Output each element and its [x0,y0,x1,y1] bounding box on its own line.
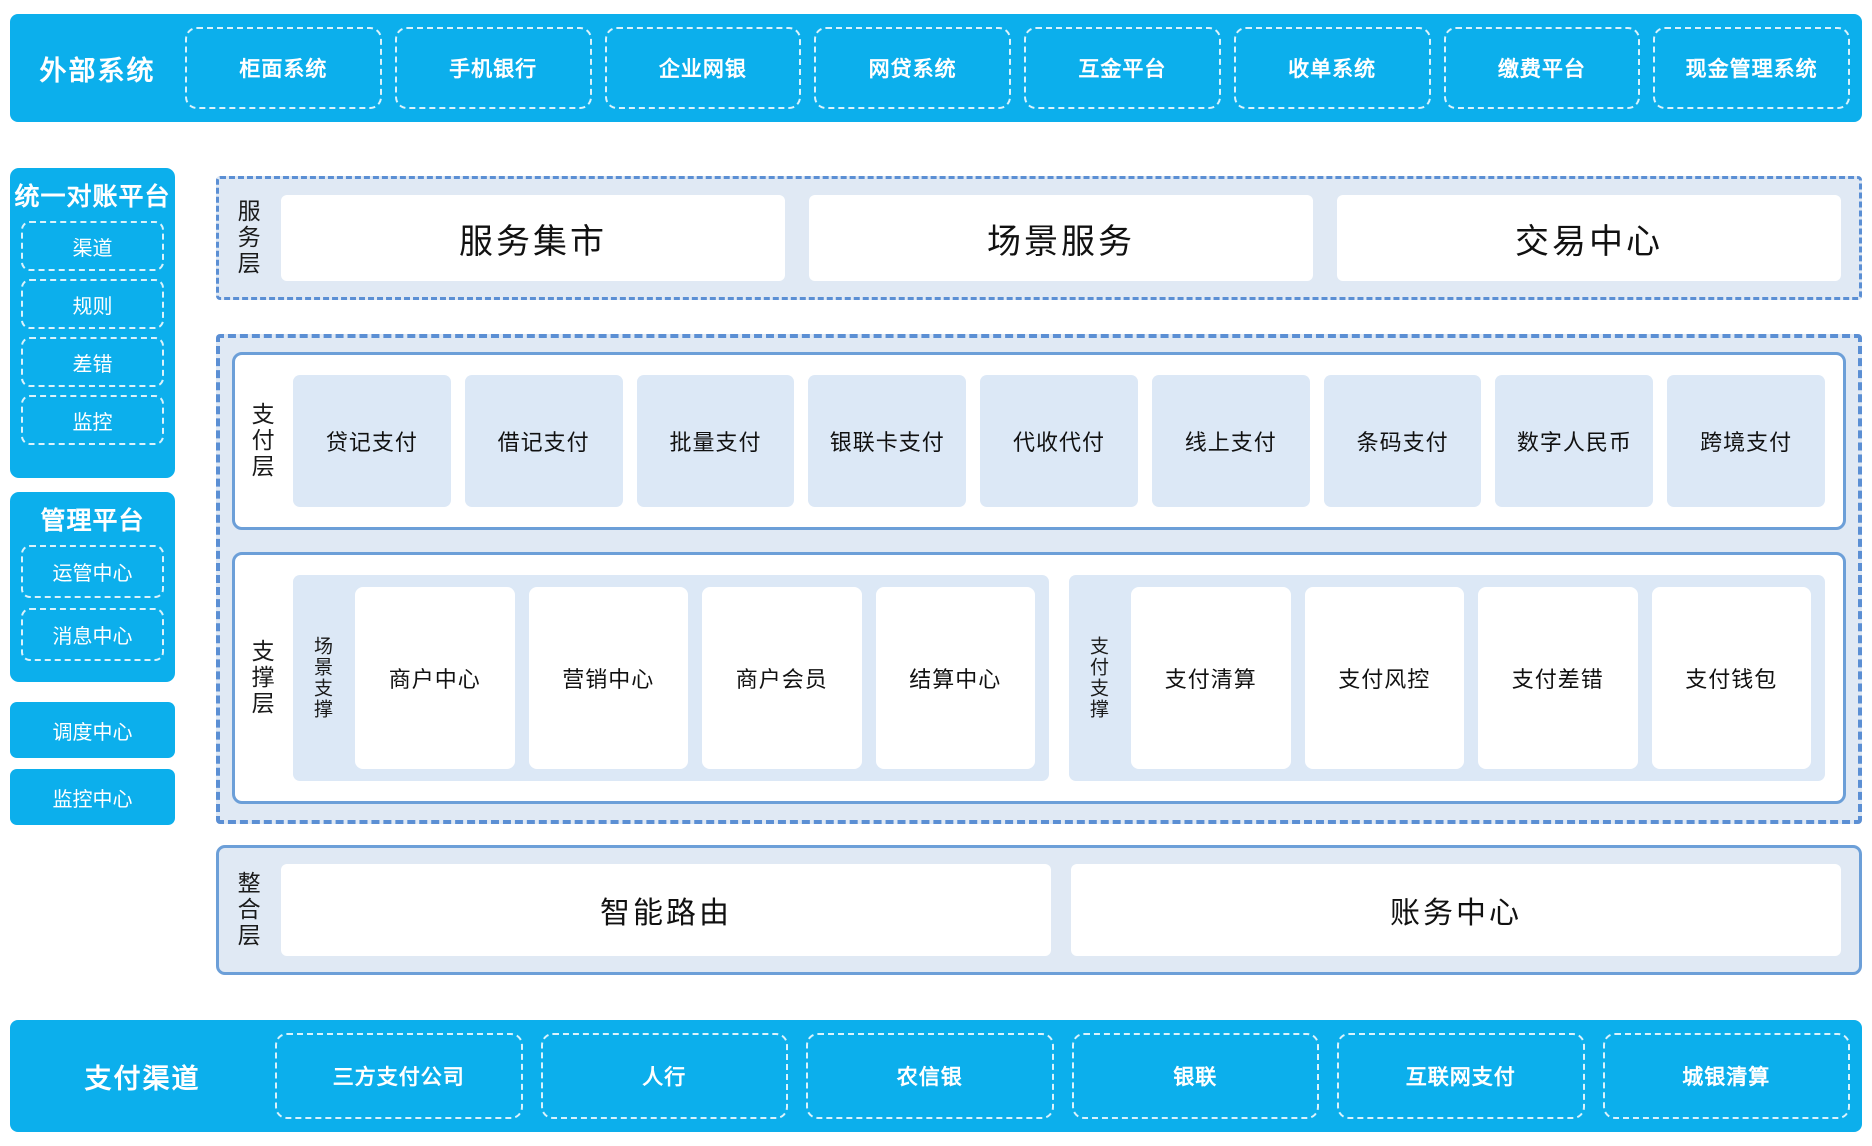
external-system-item[interactable]: 网贷系统 [814,27,1011,109]
reconciliation-platform-title: 统一对账平台 [14,183,171,211]
external-systems-title: 外部系统 [39,55,156,86]
management-platform-card: 管理平台 运管中心 消息中心 [10,492,175,682]
external-system-item[interactable]: 手机银行 [394,27,592,109]
external-system-item[interactable]: 互金平台 [1024,27,1221,109]
payment-item-barcode[interactable]: 条码支付 [1323,375,1482,507]
support-item-settlement-center[interactable]: 结算中心 [875,587,1035,769]
integration-layer-label: 整合层 [234,871,261,949]
support-group-payment: 支付支撑 支付清算 支付风控 支付差错 支付钱包 [1069,575,1825,781]
service-item-scenario-service[interactable]: 场景服务 [809,195,1313,281]
support-item-merchant-member[interactable]: 商户会员 [702,587,862,769]
support-group-scenario: 场景支撑 商户中心 营销中心 商户会员 结算中心 [293,575,1049,781]
sidebar-item-operations-center[interactable]: 运管中心 [21,545,164,598]
support-layer-panel: 支撑层 场景支撑 商户中心 营销中心 商户会员 结算中心 支付支撑 支付清算 支… [232,552,1846,804]
support-group-scenario-label: 场景支撑 [310,636,332,720]
sidebar-item-channel[interactable]: 渠道 [21,221,164,271]
payment-item-collection-payment[interactable]: 代收代付 [980,375,1138,507]
service-item-marketplace[interactable]: 服务集市 [281,195,785,281]
payment-channel-item[interactable]: 互联网支付 [1337,1033,1585,1119]
service-layer-label: 服务层 [234,199,261,277]
sidebar-item-error[interactable]: 差错 [21,337,164,387]
payment-channel-item[interactable]: 人行 [540,1033,788,1119]
external-systems-bar: 外部系统 柜面系统 手机银行 企业网银 网贷系统 互金平台 收单系统 缴费平台 … [10,14,1862,122]
payment-item-unionpay-card[interactable]: 银联卡支付 [808,375,967,507]
support-layer-label: 支撑层 [248,639,275,717]
payment-channel-item[interactable]: 城银清算 [1602,1033,1850,1119]
payment-channel-item[interactable]: 三方支付公司 [275,1033,523,1119]
support-group-payment-items: 支付清算 支付风控 支付差错 支付钱包 [1131,587,1811,769]
payment-channel-item[interactable]: 农信银 [806,1033,1054,1119]
sidebar-item-scheduling-center[interactable]: 调度中心 [10,702,175,758]
support-group-payment-label: 支付支撑 [1086,636,1108,720]
service-item-transaction-center[interactable]: 交易中心 [1337,195,1841,281]
external-system-item[interactable]: 柜面系统 [185,27,382,109]
payment-item-digital-rmb[interactable]: 数字人民币 [1495,375,1654,507]
payment-channels-bar: 支付渠道 三方支付公司 人行 农信银 银联 互联网支付 城银清算 [10,1020,1862,1132]
payment-item-debit[interactable]: 借记支付 [464,375,623,507]
integration-layer-items: 智能路由 账务中心 [275,848,1859,972]
external-system-item[interactable]: 缴费平台 [1443,27,1641,109]
payment-item-credit[interactable]: 贷记支付 [293,375,451,507]
integration-item-smart-routing[interactable]: 智能路由 [281,864,1051,956]
support-item-marketing-center[interactable]: 营销中心 [528,587,688,769]
support-item-payment-error[interactable]: 支付差错 [1478,587,1638,769]
payment-layer-label: 支付层 [248,402,275,480]
sidebar-item-monitoring-center[interactable]: 监控中心 [10,769,175,825]
sidebar-item-rule[interactable]: 规则 [21,279,164,329]
support-item-payment-wallet[interactable]: 支付钱包 [1651,587,1811,769]
external-system-item[interactable]: 现金管理系统 [1653,27,1850,109]
payment-item-cross-border[interactable]: 跨境支付 [1667,375,1826,507]
management-platform-title: 管理平台 [40,507,145,535]
sidebar-item-message-center[interactable]: 消息中心 [21,608,164,661]
external-system-item[interactable]: 收单系统 [1233,27,1431,109]
payment-layer-items: 贷记支付 借记支付 批量支付 银联卡支付 代收代付 线上支付 条码支付 数字人民… [287,355,1843,527]
payment-channels-title: 支付渠道 [84,1063,201,1094]
service-layer-container: 服务层 服务集市 场景服务 交易中心 [216,176,1862,300]
integration-item-accounting-center[interactable]: 账务中心 [1071,864,1841,956]
payment-item-batch[interactable]: 批量支付 [636,375,795,507]
support-group-scenario-items: 商户中心 营销中心 商户会员 结算中心 [355,587,1035,769]
sidebar-item-monitor[interactable]: 监控 [21,395,164,445]
support-item-payment-risk[interactable]: 支付风控 [1304,587,1464,769]
service-layer-items: 服务集市 场景服务 交易中心 [275,179,1859,297]
payment-channel-item[interactable]: 银联 [1071,1033,1319,1119]
integration-layer-container: 整合层 智能路由 账务中心 [216,845,1862,975]
external-systems-items: 柜面系统 手机银行 企业网银 网贷系统 互金平台 收单系统 缴费平台 现金管理系… [185,14,1862,122]
reconciliation-platform-card: 统一对账平台 渠道 规则 差错 监控 [10,168,175,478]
payment-item-online[interactable]: 线上支付 [1151,375,1310,507]
support-item-merchant-center[interactable]: 商户中心 [355,587,515,769]
external-system-item[interactable]: 企业网银 [604,27,802,109]
support-item-payment-clearing[interactable]: 支付清算 [1131,587,1291,769]
support-layer-groups: 场景支撑 商户中心 营销中心 商户会员 结算中心 支付支撑 支付清算 支付风控 … [287,555,1843,801]
payment-layer-panel: 支付层 贷记支付 借记支付 批量支付 银联卡支付 代收代付 线上支付 条码支付 … [232,352,1846,530]
payment-channels-items: 三方支付公司 人行 农信银 银联 互联网支付 城银清算 [275,1020,1862,1132]
